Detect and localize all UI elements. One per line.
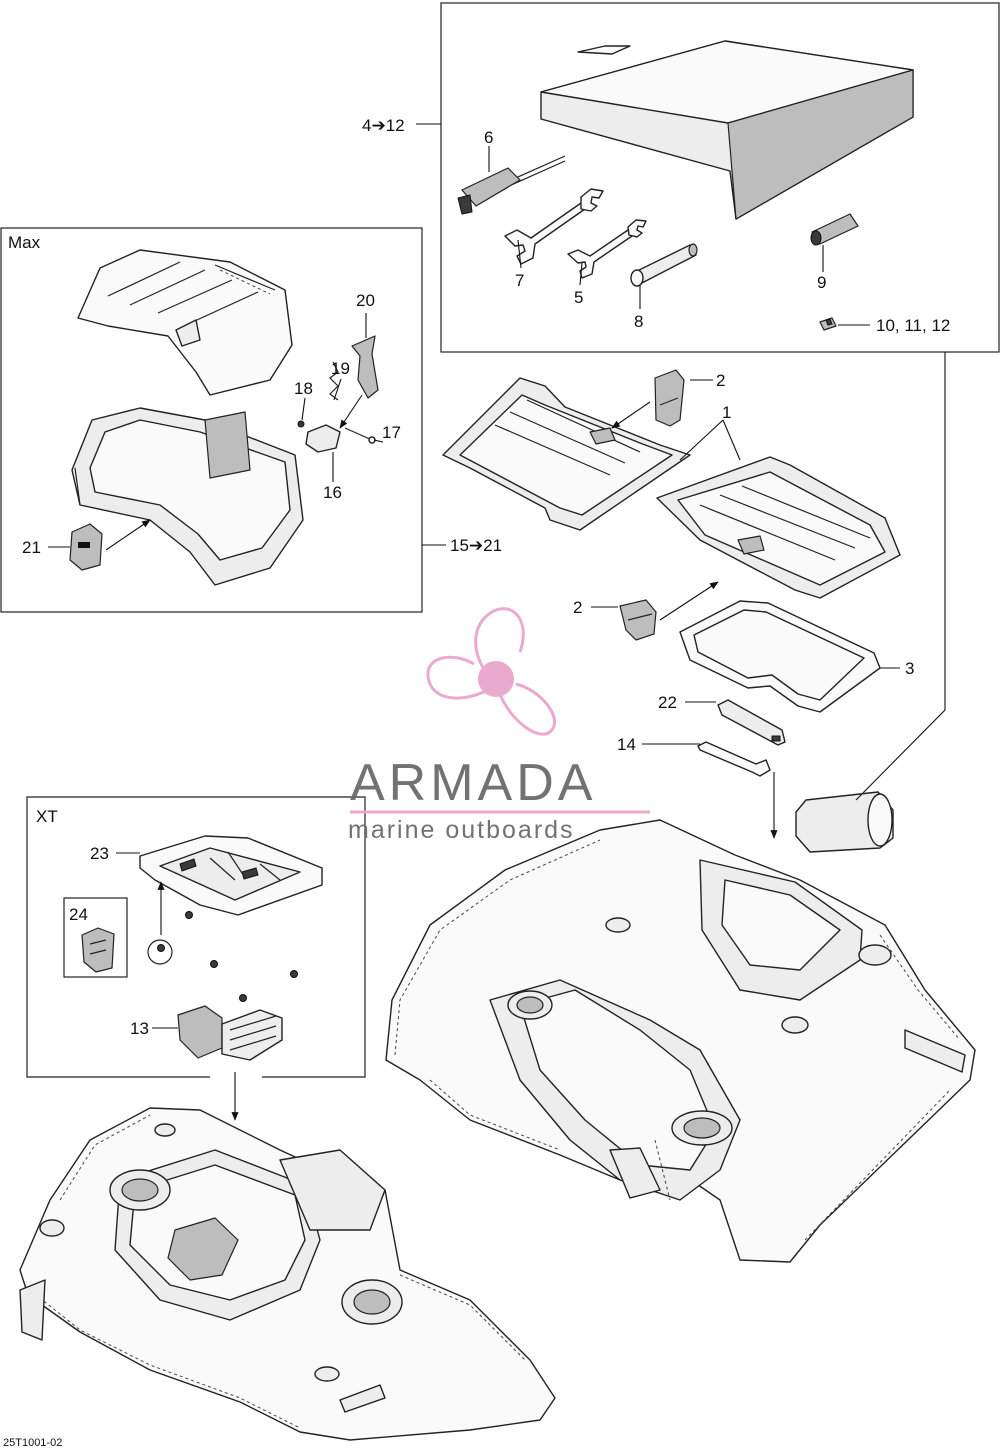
- callout-6: 6: [484, 128, 493, 147]
- rack-right: [656, 456, 901, 599]
- fuse-set: [819, 317, 837, 331]
- xt-clip-24: [81, 927, 115, 973]
- xt-harness-13: [177, 1005, 283, 1061]
- max-hinge-parts: [297, 335, 379, 453]
- max-storage-tub: [71, 407, 304, 586]
- armada-watermark: ARMADA marine outboards: [348, 607, 650, 844]
- rack-clip-mid: [619, 599, 657, 641]
- callout-9: 9: [817, 273, 826, 292]
- callout-21: 21: [22, 538, 41, 557]
- callout-24: 24: [69, 905, 88, 924]
- bracket-22: [717, 699, 786, 746]
- socket-wrench: [630, 243, 698, 287]
- latch-21: [69, 523, 103, 571]
- tool-bag: [540, 40, 914, 220]
- callout-15-21: 15➔21: [450, 536, 502, 555]
- fuse-puller: [810, 213, 859, 246]
- callout-13: 13: [130, 1019, 149, 1038]
- callout-19: 19: [331, 359, 350, 378]
- tool-canister: [795, 791, 894, 853]
- callout-7: 7: [515, 271, 524, 290]
- inset-title-xt: XT: [36, 807, 58, 826]
- callout-2-top: 2: [716, 371, 725, 390]
- callout-22: 22: [658, 693, 677, 712]
- callout-18: 18: [294, 379, 313, 398]
- xt-fasteners: [147, 911, 298, 1002]
- xt-tray: [139, 835, 323, 916]
- callout-1: 1: [722, 403, 731, 422]
- callout-5: 5: [574, 288, 583, 307]
- callout-17: 17: [382, 423, 401, 442]
- watermark-tagline: marine outboards: [348, 816, 575, 844]
- drawing-code: 25T1001-02: [3, 1437, 62, 1449]
- max-inset: [0, 227, 446, 613]
- max-storage-lid: [77, 249, 293, 396]
- spanner-14: [697, 741, 771, 777]
- callout-8: 8: [634, 312, 643, 331]
- callout-23: 23: [90, 844, 109, 863]
- rack-clip-top: [654, 369, 685, 427]
- callout-2-mid: 2: [573, 598, 582, 617]
- callout-20: 20: [356, 291, 375, 310]
- callout-16: 16: [323, 483, 342, 502]
- rear-fender-max: [385, 819, 976, 1263]
- callout-10-11-12: 10, 11, 12: [876, 316, 950, 335]
- propeller-logo-icon: [426, 607, 556, 736]
- xt-inset: [26, 796, 366, 1121]
- inset-title-max: Max: [8, 233, 41, 252]
- rack-gasket: [679, 600, 881, 713]
- wrench-5: [567, 219, 647, 279]
- wrench-7: [504, 188, 604, 265]
- screwdriver: [457, 155, 566, 215]
- tool-kit-box: [416, 2, 1000, 353]
- callout-14: 14: [617, 735, 636, 754]
- rack-left: [442, 377, 691, 531]
- callout-4-12: 4➔12: [362, 116, 405, 135]
- rear-fender-xt: [19, 1107, 556, 1441]
- callout-3: 3: [905, 659, 914, 678]
- watermark-brand: ARMADA: [350, 754, 596, 812]
- callout-labels: Max XT 4➔12 6 7 5 8 9 10, 11, 12 20 19 1…: [3, 116, 950, 1449]
- rear-rack-assembly: [442, 352, 946, 853]
